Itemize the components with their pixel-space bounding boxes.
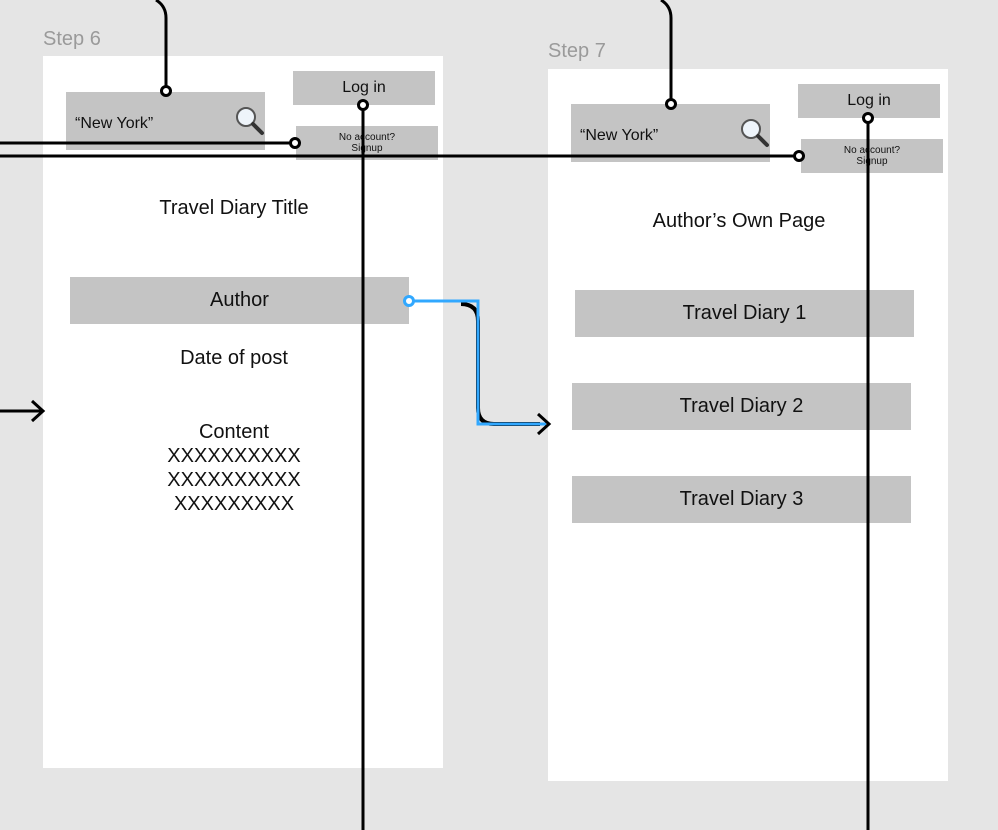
login-button[interactable]: Log in bbox=[798, 84, 940, 118]
arrow-right-icon bbox=[30, 399, 46, 423]
login-button[interactable]: Log in bbox=[293, 71, 435, 105]
content-line: XXXXXXXXXX bbox=[167, 469, 301, 491]
diary-title: Travel Diary Title bbox=[159, 197, 309, 219]
signup-button[interactable]: No account? Signup bbox=[296, 126, 438, 160]
step-6-frame: “New York” Log in No account? Signup Tra… bbox=[43, 56, 443, 768]
travel-diary-3-label: Travel Diary 3 bbox=[679, 488, 804, 510]
travel-diary-3-button[interactable]: Travel Diary 3 bbox=[572, 476, 911, 523]
content-line: XXXXXXXXXX bbox=[167, 445, 301, 467]
connector-shadow bbox=[460, 302, 540, 426]
search-query-text: “New York” bbox=[75, 115, 154, 132]
travel-diary-2-label: Travel Diary 2 bbox=[679, 395, 804, 417]
content-line: XXXXXXXXX bbox=[173, 493, 295, 515]
search-bar[interactable]: “New York” bbox=[66, 92, 265, 150]
travel-diary-1-label: Travel Diary 1 bbox=[682, 302, 807, 324]
travel-diary-2-button[interactable]: Travel Diary 2 bbox=[572, 383, 911, 430]
signup-line-2: Signup bbox=[856, 156, 888, 167]
content-heading: Content bbox=[198, 421, 270, 443]
signup-button[interactable]: No account? Signup bbox=[801, 139, 943, 173]
content-block: Content XXXXXXXXXX XXXXXXXXXX XXXXXXXXX bbox=[43, 420, 425, 516]
login-label: Log in bbox=[847, 92, 891, 109]
search-bar[interactable]: “New York” bbox=[571, 104, 770, 162]
login-label: Log in bbox=[342, 79, 386, 96]
step-7-label: Step 7 bbox=[548, 40, 606, 62]
author-button[interactable]: Author bbox=[70, 277, 409, 324]
author-label: Author bbox=[210, 289, 269, 311]
magnifier-icon[interactable] bbox=[738, 117, 772, 149]
magnifier-icon[interactable] bbox=[233, 105, 267, 137]
step-6-label: Step 6 bbox=[43, 28, 101, 50]
signup-line-2: Signup bbox=[351, 143, 383, 154]
author-page-title: Author’s Own Page bbox=[652, 210, 826, 232]
search-query-text: “New York” bbox=[580, 127, 659, 144]
travel-diary-1-button[interactable]: Travel Diary 1 bbox=[575, 290, 914, 337]
date-of-post: Date of post bbox=[180, 347, 288, 369]
step-7-frame: “New York” Log in No account? Signup Aut… bbox=[548, 69, 948, 781]
signup-line-1: No account? bbox=[843, 145, 901, 156]
signup-line-1: No account? bbox=[338, 132, 396, 143]
